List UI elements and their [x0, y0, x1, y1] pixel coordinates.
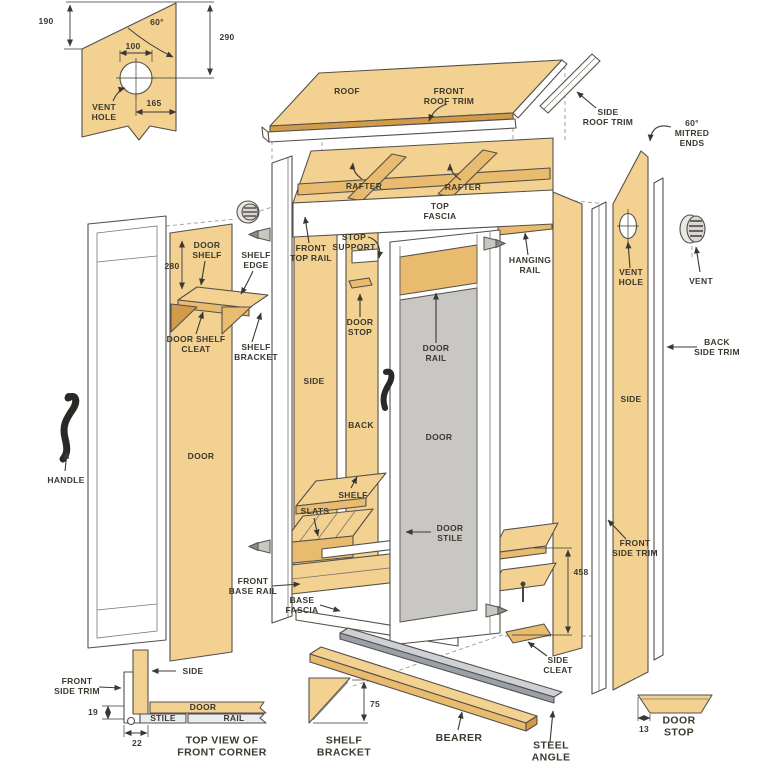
shelf-bracket-detail: [308, 677, 368, 724]
dim-60-label: 60°: [150, 16, 164, 27]
handle-label: HANDLE: [47, 474, 85, 485]
side-right-label: SIDE: [620, 393, 642, 404]
hinge-icon: [248, 227, 271, 242]
dim-190-label: 190: [38, 15, 54, 26]
rail-bar: [187, 713, 267, 724]
dim-75-label: 75: [369, 698, 381, 709]
door-stile-label: DOOR STILE: [436, 522, 464, 543]
roof-label: ROOF: [334, 85, 360, 96]
dim-280-label: 280: [164, 260, 180, 271]
side-bar: [132, 649, 149, 715]
door-shelf-cleat-part: [170, 303, 198, 333]
center-door: [380, 229, 501, 646]
vent-hole-right-label: VENT HOLE: [618, 266, 644, 287]
door-shelf-assembly: [170, 286, 269, 335]
bearer-label: BEARER: [435, 731, 483, 744]
front-side-trim-right-label: FRONT SIDE TRIM: [612, 537, 658, 558]
left-door-frame: [87, 215, 167, 649]
left-door-assembly: [59, 215, 269, 662]
cabinet-carcass: [236, 137, 583, 657]
dim-290-label: 290: [219, 31, 235, 42]
vent-label: VENT: [689, 275, 713, 286]
door-stop-detail-label: DOOR STOP: [662, 714, 696, 739]
door-bar-label: DOOR: [189, 701, 217, 712]
stile-bar: [139, 713, 187, 724]
roof-end-mitre: [512, 59, 568, 119]
vent-hole-left-label: VENT HOLE: [91, 101, 117, 122]
rail-bar-label: RAIL: [223, 712, 245, 723]
front-base-rail-label: FRONT BASE RAIL: [228, 575, 278, 596]
dim-22-label: 22: [131, 737, 143, 748]
right-side-panel-inner: [552, 191, 583, 657]
handle-part: [59, 393, 80, 463]
vent-part: [679, 214, 706, 244]
door-bar: [149, 701, 267, 714]
dim-100-label: 100: [125, 40, 141, 51]
top-fascia-part: [292, 189, 554, 238]
door-shelf-label: DOOR SHELF: [192, 239, 222, 260]
hanging-rail-label: HANGING RAIL: [508, 254, 552, 275]
steel-angle-part: [339, 627, 563, 704]
slats-label: SLATS: [300, 505, 330, 516]
door-left-label: DOOR: [187, 450, 215, 461]
side-roof-trim-part: [539, 53, 601, 114]
mitred-ends-label: 60° MITRED ENDS: [674, 117, 710, 149]
stile-bar-label: STILE: [150, 712, 176, 723]
door-stop-part: [348, 277, 373, 289]
shelf-bracket-detail-label: SHELF BRACKET: [316, 734, 372, 759]
rafter-2-label: RAFTER: [444, 181, 482, 192]
side-cleat-label: SIDE CLEAT: [543, 654, 573, 675]
door-rail-label: DOOR RAIL: [422, 342, 450, 363]
back-side-trim-part: [653, 177, 664, 661]
top-view-caption: TOP VIEW OF FRONT CORNER: [177, 734, 267, 759]
door-handle-part: [380, 368, 395, 411]
side-cleat-part: [505, 623, 552, 644]
dim-165-label: 165: [146, 97, 162, 108]
side-left-label: SIDE: [303, 375, 325, 386]
front-top-rail-label: FRONT TOP RAIL: [290, 242, 332, 263]
shelf-edge-label: SHELF EDGE: [241, 249, 271, 270]
right-side-assembly: [591, 150, 706, 695]
door-stop-detail: [637, 694, 713, 721]
front-side-trim-corner-label: FRONT SIDE TRIM: [54, 675, 100, 696]
top-view-front-corner-detail: [102, 649, 267, 737]
right-side-panel: [612, 150, 649, 691]
hinge-icon: [248, 539, 271, 554]
stop-support-part: [351, 248, 379, 264]
vent-part-left: [236, 200, 260, 224]
leader-arrows: [63, 86, 701, 743]
side-corner-label: SIDE: [182, 665, 204, 676]
bearer-part: [309, 646, 538, 732]
steel-angle-label: STEEL ANGLE: [531, 739, 571, 764]
front-roof-trim-label: FRONT ROOF TRIM: [423, 85, 475, 106]
stop-support-label: STOP SUPPORT: [332, 231, 376, 252]
shelf-bracket-part: [221, 306, 252, 335]
side-roof-trim-label: SIDE ROOF TRIM: [582, 106, 634, 127]
shelf-bracket-mid-label: SHELF BRACKET: [234, 341, 278, 362]
door-stop-center-label: DOOR STOP: [346, 316, 374, 337]
back-side-trim-label: BACK SIDE TRIM: [694, 336, 740, 357]
left-door-panel: [169, 223, 233, 662]
back-label: BACK: [348, 419, 374, 430]
door-panel-gray: [399, 287, 478, 623]
door-shelf-cleat-label: DOOR SHELF CLEAT: [166, 333, 226, 354]
left-front-stile: [271, 155, 293, 624]
rafter-1-label: RAFTER: [345, 180, 383, 191]
roof-assembly: [261, 59, 568, 143]
side-panel-top-detail: [64, 1, 214, 141]
shelf-label: SHELF: [338, 489, 368, 500]
dim-13-label: 13: [638, 723, 650, 734]
dim-458-label: 458: [573, 566, 589, 577]
door-center-label: DOOR: [425, 431, 453, 442]
dim-19-label: 19: [87, 706, 99, 717]
base-fascia-label: BASE FASCIA: [285, 594, 319, 615]
top-fascia-label: TOP FASCIA: [423, 200, 457, 221]
dim-458: [512, 547, 572, 636]
